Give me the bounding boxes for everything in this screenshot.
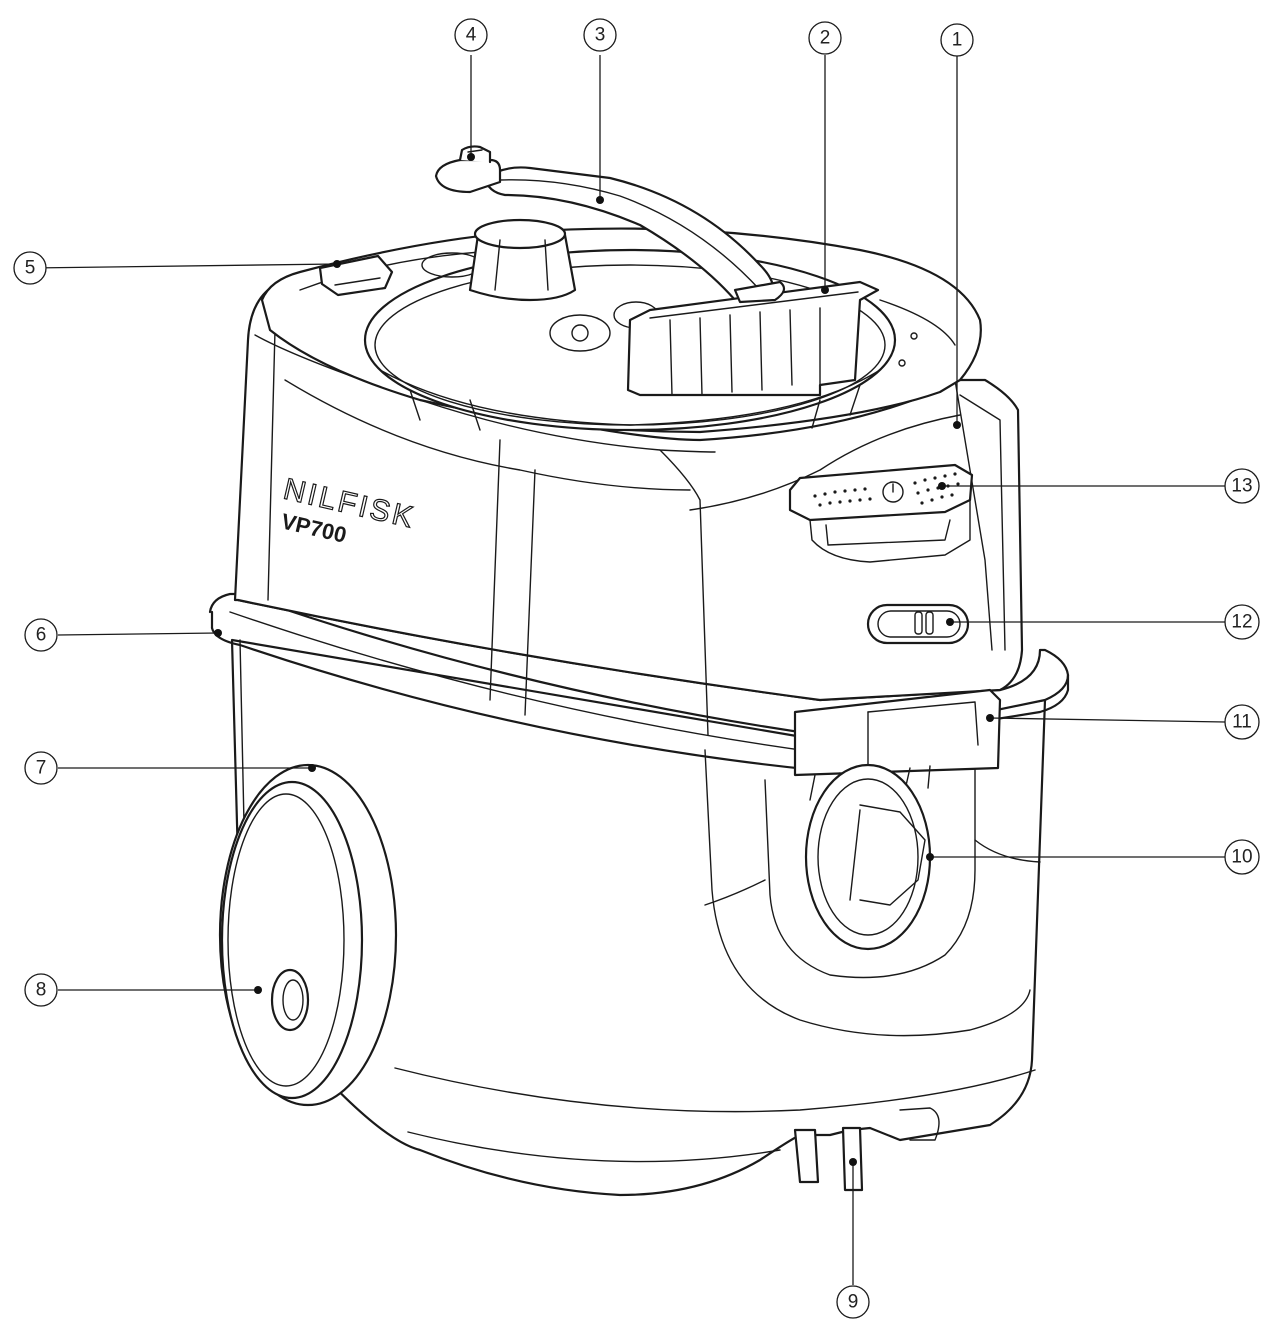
svg-text:6: 6 <box>36 625 47 646</box>
hose-inlet[interactable] <box>804 763 932 951</box>
callout-7: 7 <box>24 751 58 785</box>
svg-text:10: 10 <box>1231 847 1252 868</box>
svg-text:1: 1 <box>952 30 963 51</box>
svg-text:3: 3 <box>595 25 606 46</box>
callout-1: 1 <box>940 23 974 57</box>
svg-text:2: 2 <box>820 28 831 49</box>
callout-2: 2 <box>808 21 842 55</box>
callout-6: 6 <box>24 618 58 652</box>
bumper-rim <box>208 592 1070 772</box>
callout-11: 11 <box>1224 704 1260 740</box>
callout-8: 8 <box>24 973 58 1007</box>
carry-handle[interactable] <box>434 145 775 307</box>
callout-13: 13 <box>1224 468 1260 504</box>
svg-text:5: 5 <box>25 258 36 279</box>
lid-grip[interactable] <box>626 280 880 397</box>
svg-text:12: 12 <box>1231 612 1252 633</box>
svg-text:4: 4 <box>466 25 477 46</box>
callout-layer: 1 2 3 4 5 6 7 8 9 10 11 12 13 <box>13 18 1260 1319</box>
control-panel <box>788 463 974 563</box>
callout-10: 10 <box>1224 839 1260 875</box>
svg-text:7: 7 <box>36 758 47 779</box>
callout-3: 3 <box>583 18 617 52</box>
perforation-dots <box>813 472 960 507</box>
callout-4: 4 <box>454 18 488 52</box>
callout-9: 9 <box>836 1285 870 1319</box>
callout-12: 12 <box>1224 604 1260 640</box>
slide-switch[interactable] <box>866 603 970 645</box>
svg-text:11: 11 <box>1232 712 1252 733</box>
callout-5: 5 <box>13 251 47 285</box>
rear-wheel[interactable] <box>218 763 398 1107</box>
svg-text:13: 13 <box>1231 476 1252 497</box>
svg-text:9: 9 <box>848 1292 859 1313</box>
svg-text:8: 8 <box>36 980 47 1001</box>
